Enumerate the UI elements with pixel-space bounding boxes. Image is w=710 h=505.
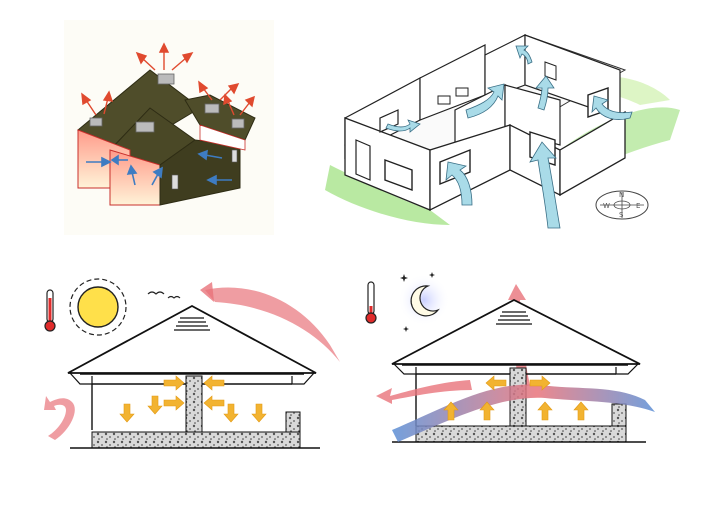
roof-vent — [496, 311, 532, 325]
bird-icon — [147, 291, 165, 295]
roof-vent — [135, 121, 155, 133]
window — [437, 95, 451, 105]
bird-icon — [167, 295, 181, 299]
roof-vent — [157, 73, 175, 85]
window — [455, 87, 469, 97]
window — [171, 174, 179, 190]
roof-vent — [174, 317, 210, 331]
moon-icon — [398, 274, 450, 326]
compass-letter: S — [619, 211, 624, 219]
window — [544, 61, 557, 81]
compass-letter: W — [603, 202, 610, 210]
window — [379, 109, 399, 133]
roof — [391, 298, 641, 365]
window — [384, 158, 413, 192]
inflow-arrows — [86, 149, 232, 186]
heat-arrows-down — [119, 395, 267, 423]
thermal-mass-wall — [285, 411, 301, 433]
front-wall — [559, 110, 626, 197]
sun-icon — [69, 278, 127, 336]
compass-icon: N E S W — [595, 190, 649, 220]
thermal-mass-floor — [91, 431, 301, 449]
stack-effect-panel — [64, 20, 274, 235]
heat-arrows-up — [443, 401, 589, 421]
fresh-air-arrows — [385, 45, 633, 229]
warm-air-out — [376, 380, 472, 404]
thermometer-icon — [44, 289, 56, 332]
heat-arrows-into-wall — [163, 375, 225, 411]
door — [355, 139, 371, 181]
window — [231, 149, 238, 163]
roof-right — [184, 94, 256, 141]
heat-arrows-out-of-wall — [485, 375, 551, 391]
compass-letter: N — [619, 191, 624, 199]
exhaust-arrows — [81, 42, 255, 116]
thermometer-icon — [365, 281, 377, 324]
wall-right-front — [199, 124, 246, 151]
nighttime-section-panel — [365, 272, 655, 443]
thermal-mass-wall — [611, 403, 627, 427]
roof-vent — [89, 117, 103, 127]
roof-vent — [204, 103, 220, 114]
daytime-section-panel — [44, 278, 340, 449]
thermal-mass-wall — [185, 375, 203, 433]
cross-ventilation-panel: N E S W — [325, 34, 680, 229]
roof-vent — [231, 118, 245, 129]
thermal-mass-floor — [415, 425, 627, 443]
roof — [67, 304, 317, 374]
wall-side — [159, 139, 241, 206]
hot-air-swirl — [44, 396, 75, 440]
cross-flow-ribbon — [392, 384, 655, 442]
hot-wind-ribbon — [205, 287, 340, 362]
star-icon — [400, 272, 435, 332]
compass-letter: E — [636, 202, 640, 210]
